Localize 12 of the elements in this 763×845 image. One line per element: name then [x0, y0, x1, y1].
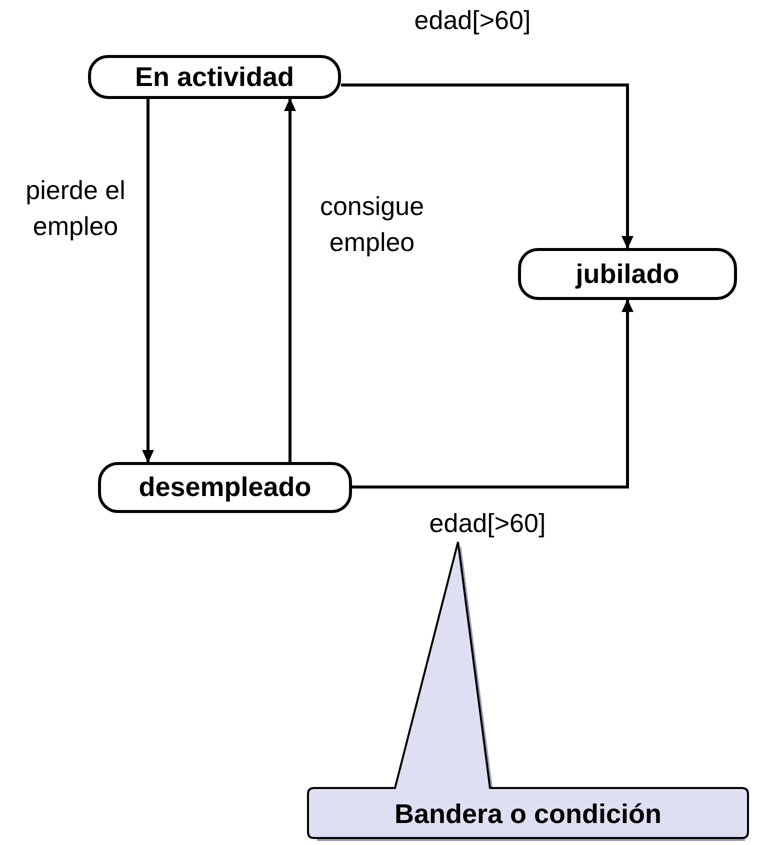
state-box: desempleado: [98, 462, 352, 513]
edge-label: edad[>60]: [413, 4, 532, 37]
arrow: [284, 98, 296, 462]
state-box: jubilado: [518, 248, 737, 300]
callout-box: Bandera o condición: [308, 542, 748, 840]
edge-label: pierde el empleo: [24, 174, 126, 243]
arrow: [352, 299, 634, 488]
arrow: [341, 84, 634, 249]
arrow: [142, 99, 154, 463]
edge-label: edad[>60]: [428, 507, 547, 540]
edge-label: consigue empleo: [318, 190, 426, 259]
state-box: En actividad: [88, 55, 341, 99]
